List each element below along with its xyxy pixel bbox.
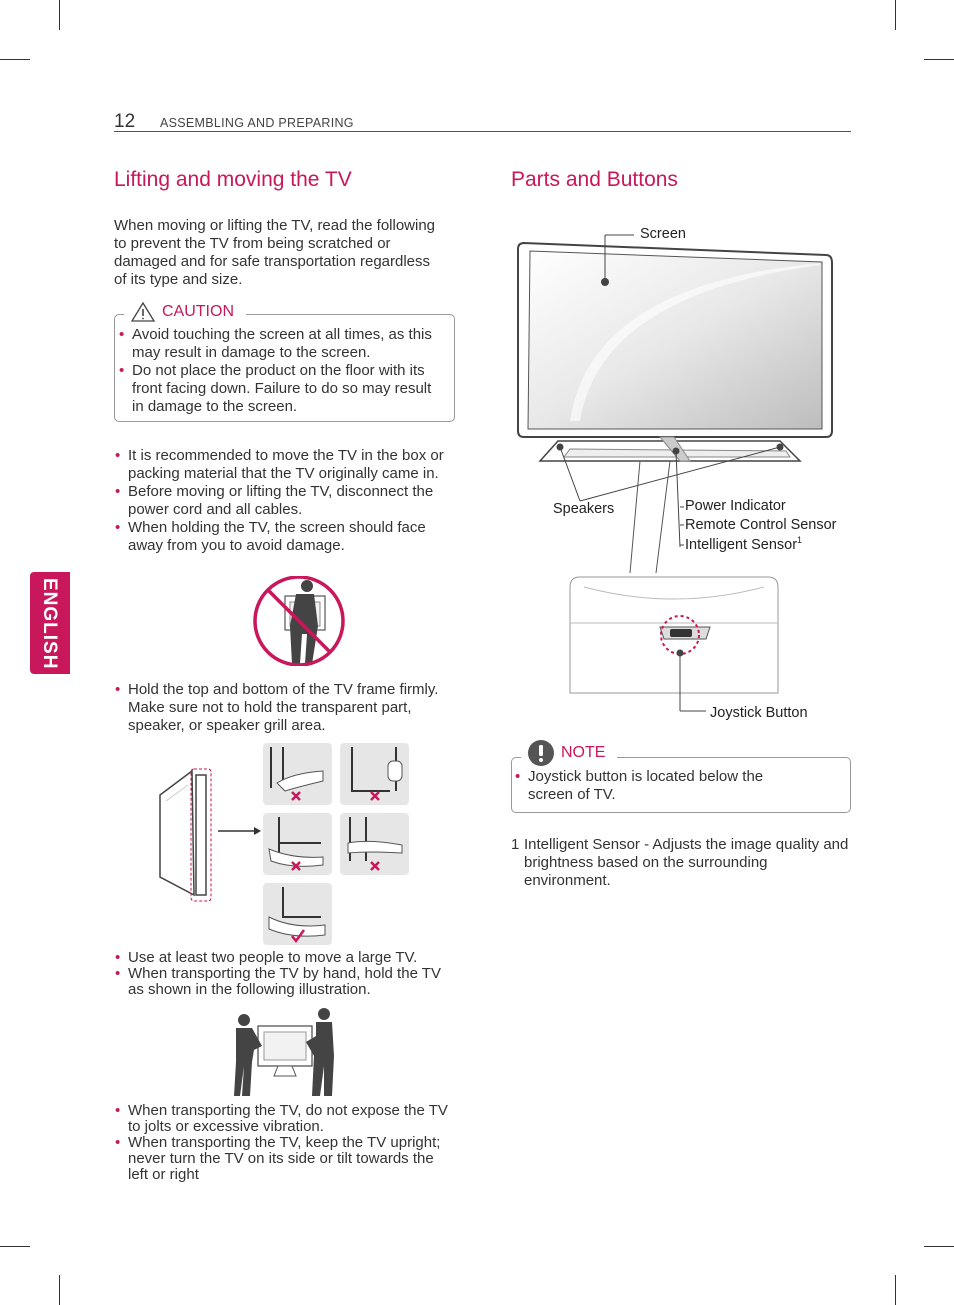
note-list: Joystick button is located below the scr… (514, 768, 804, 804)
caution-item: Avoid touching the screen at all times, … (118, 326, 438, 362)
language-tab: ENGLISH (30, 572, 70, 674)
label-power-indicator: Power Indicator (685, 498, 786, 514)
check-icon (291, 929, 306, 944)
caution-header: CAUTION (124, 301, 246, 323)
label-joystick: Joystick Button (710, 705, 808, 721)
cross-icon (291, 791, 301, 801)
label-remote-sensor: Remote Control Sensor (685, 517, 837, 533)
holding-area-highlight (190, 768, 212, 902)
lifting-bullets-b: Hold the top and bottom of the TV frame … (114, 681, 454, 735)
label-intelligent-sensor: Intelligent Sensor1 (685, 535, 803, 553)
label-speakers: Speakers (553, 501, 615, 517)
caution-label: CAUTION (156, 303, 240, 321)
page-number: 12 (114, 111, 136, 132)
crop-mark (895, 1275, 896, 1305)
note-exclamation-icon (528, 740, 554, 766)
language-tab-label: ENGLISH (39, 578, 60, 670)
hold-example-photo (263, 883, 332, 945)
caution-list: Avoid touching the screen at all times, … (118, 326, 438, 416)
parts-title: Parts and Buttons (511, 168, 678, 191)
cross-icon (370, 791, 380, 801)
caution-box (114, 314, 455, 422)
list-item: When transporting the TV, do not expose … (114, 1103, 454, 1135)
list-item: It is recommended to move the TV in the … (114, 447, 454, 483)
lifting-bullets-c: Use at least two people to move a large … (114, 950, 454, 998)
arrow-icon (218, 827, 261, 835)
label-screen: Screen (640, 226, 686, 242)
lifting-intro: When moving or lifting the TV, read the … (114, 217, 436, 288)
crop-mark (59, 0, 60, 30)
list-item: When holding the TV, the screen should f… (114, 519, 454, 555)
note-header: NOTE (521, 739, 618, 767)
footnote-text: Intelligent Sensor - Adjusts the image q… (524, 836, 849, 889)
list-item: Hold the top and bottom of the TV frame … (114, 681, 454, 735)
lifting-bullets-d: When transporting the TV, do not expose … (114, 1103, 454, 1183)
lifting-bullets-a: It is recommended to move the TV in the … (114, 447, 454, 555)
hold-example-photo (340, 813, 409, 875)
crop-mark (0, 59, 30, 60)
caution-item: Do not place the product on the floor wi… (118, 362, 438, 416)
crop-mark (895, 0, 896, 30)
crop-mark (59, 1275, 60, 1305)
crop-mark (924, 1246, 954, 1247)
prohibited-carry-illustration (253, 576, 345, 666)
note-label: NOTE (555, 744, 612, 762)
footnote-number: 1 (511, 836, 520, 853)
list-item: When transporting the TV, keep the TV up… (114, 1135, 454, 1183)
crop-mark (0, 1246, 30, 1247)
prohibited-icon (253, 576, 345, 666)
tv-parts-diagram (517, 234, 833, 712)
cross-icon (291, 861, 301, 871)
tv-frame-side-illustration (159, 768, 212, 902)
footnote-marker: 1 (797, 535, 803, 545)
cross-icon (370, 861, 380, 871)
header-rule (114, 131, 851, 132)
list-item: When transporting the TV by hand, hold t… (114, 966, 454, 998)
caution-triangle-icon (130, 301, 156, 322)
list-item: Use at least two people to move a large … (114, 950, 454, 967)
crop-mark (924, 59, 954, 60)
two-person-carry-illustration (234, 1008, 334, 1096)
note-item: Joystick button is located below the scr… (514, 768, 804, 804)
note-box (511, 757, 851, 813)
list-item: Before moving or lifting the TV, disconn… (114, 483, 454, 519)
section-title: ASSEMBLING AND PREPARING (160, 116, 354, 130)
lifting-title: Lifting and moving the TV (114, 168, 352, 191)
